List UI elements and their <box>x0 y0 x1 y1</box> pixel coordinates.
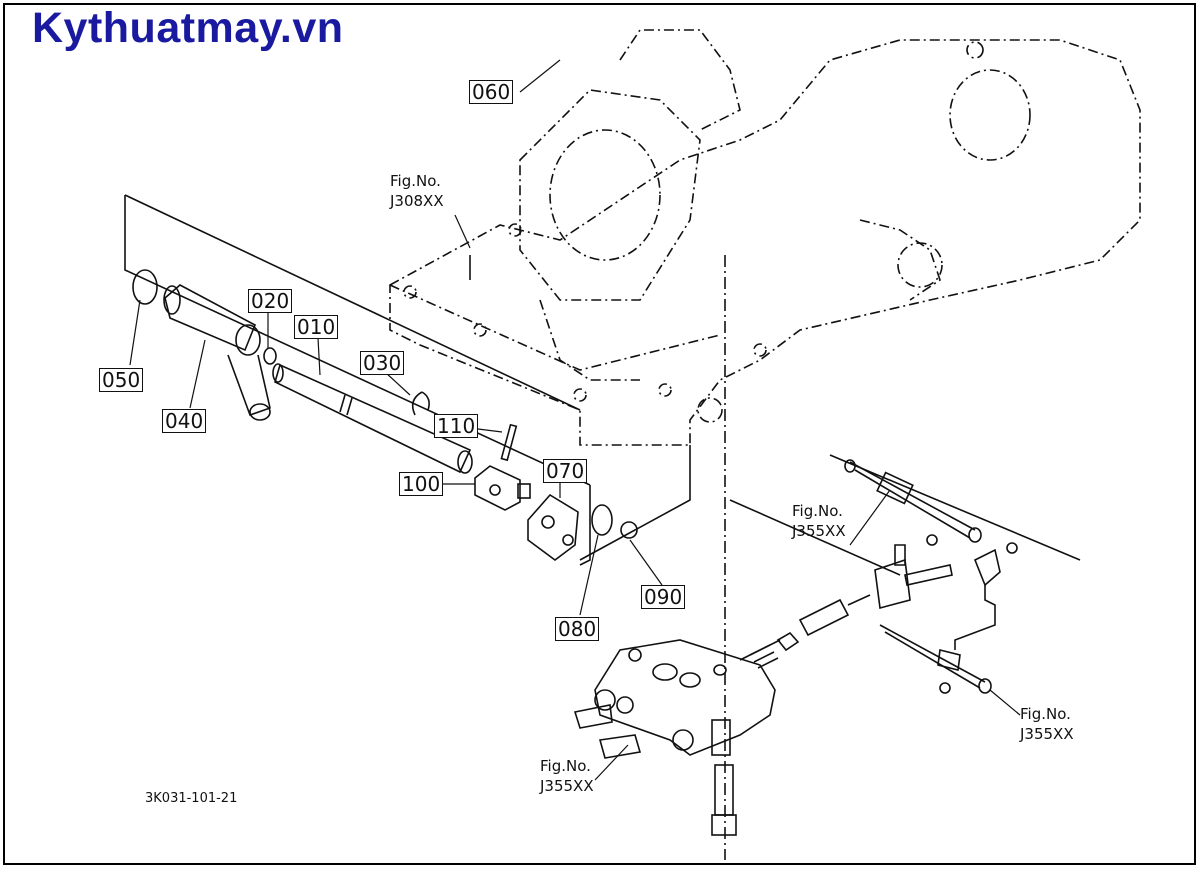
shaft-010-shape <box>272 363 473 474</box>
figref-j355-lower[interactable]: Fig.No. J355XX <box>540 756 594 796</box>
clip-030-shape <box>411 391 430 416</box>
part-callout-080[interactable]: 080 <box>555 617 600 641</box>
figref-j355-lower-number: J355XX <box>540 777 594 795</box>
part-callout-010[interactable]: 010 <box>294 315 339 339</box>
part-callout-060[interactable]: 060 <box>469 80 514 104</box>
figref-j355-right[interactable]: Fig.No. J355XX <box>1020 704 1074 744</box>
part-callout-070[interactable]: 070 <box>543 459 588 483</box>
figref-j308[interactable]: Fig.No. J308XX <box>390 171 444 211</box>
site-brand[interactable]: Kythuatmay.vn <box>32 4 344 52</box>
pin-110-shape <box>500 423 518 462</box>
bracket-070-shape <box>527 493 579 561</box>
part-callout-050[interactable]: 050 <box>99 368 144 392</box>
figref-j355-upper-label: Fig.No. <box>792 502 843 520</box>
part-callout-040[interactable]: 040 <box>162 409 207 433</box>
figref-j308-number: J308XX <box>390 192 444 210</box>
figref-j308-label: Fig.No. <box>390 172 441 190</box>
figref-j355-right-number: J355XX <box>1020 725 1074 743</box>
washer-080-shape <box>591 504 613 536</box>
oring-050-shape <box>132 269 158 305</box>
part-callout-030[interactable]: 030 <box>360 351 405 375</box>
linkage-assembly-shape <box>776 459 1018 694</box>
figref-j355-upper[interactable]: Fig.No. J355XX <box>792 501 846 541</box>
transmission-housing <box>389 29 1141 446</box>
part-callout-020[interactable]: 020 <box>248 289 293 313</box>
block-100-shape <box>474 465 531 511</box>
figref-j355-lower-label: Fig.No. <box>540 757 591 775</box>
part-callout-100[interactable]: 100 <box>399 472 444 496</box>
ring-020-shape <box>263 347 277 365</box>
control-valve-shape <box>573 639 781 836</box>
mount-plate-outline <box>124 194 1081 576</box>
drawing-frame <box>3 3 1196 865</box>
part-callout-090[interactable]: 090 <box>641 585 686 609</box>
figref-j355-upper-number: J355XX <box>792 522 846 540</box>
circlip-090-shape <box>620 521 638 539</box>
lever-arm-040-shape <box>163 284 271 421</box>
part-callout-110[interactable]: 110 <box>434 414 479 438</box>
drawing-code: 3K031-101-21 <box>145 791 238 806</box>
figref-j355-right-label: Fig.No. <box>1020 705 1071 723</box>
